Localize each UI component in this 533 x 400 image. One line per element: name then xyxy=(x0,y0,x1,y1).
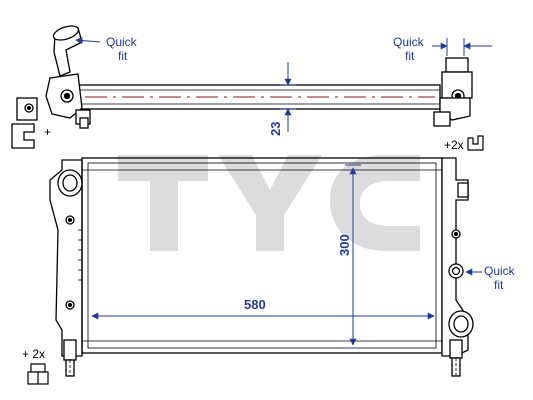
dim-23-text: 23 xyxy=(268,122,283,136)
quick-fit-top-right-arrows xyxy=(432,38,492,56)
top-left-inlet xyxy=(45,25,91,129)
quick-fit-right-line1: Quick xyxy=(484,264,516,278)
dim-580-text: 580 xyxy=(244,297,266,312)
quick-fit-top-left-line1: Quick xyxy=(106,35,138,49)
clip-part-icon xyxy=(11,97,38,149)
bracket-bottom-icon xyxy=(27,363,49,385)
quick-fit-right-line2: fit xyxy=(494,278,504,292)
quick-fit-top-left-arrow xyxy=(75,37,101,45)
top-right-outlet xyxy=(433,57,473,127)
quick-fit-top-right-line2: fit xyxy=(405,49,415,63)
quick-fit-top-left-line2: fit xyxy=(118,49,128,63)
right-tank xyxy=(441,157,474,377)
tyc-watermark xyxy=(118,155,420,251)
left-tank-notches xyxy=(78,229,82,281)
plus-2x-top-label: +2x xyxy=(444,138,464,152)
dim-23-lines xyxy=(280,62,296,132)
plus-2x-bottom-label: + 2x xyxy=(22,347,45,361)
clip-top-icon xyxy=(467,135,484,151)
quick-fit-top-right-line1: Quick xyxy=(393,35,425,49)
left-tank xyxy=(49,159,83,377)
dim-300-text: 300 xyxy=(337,234,352,256)
plus-left-label: + xyxy=(44,125,51,139)
